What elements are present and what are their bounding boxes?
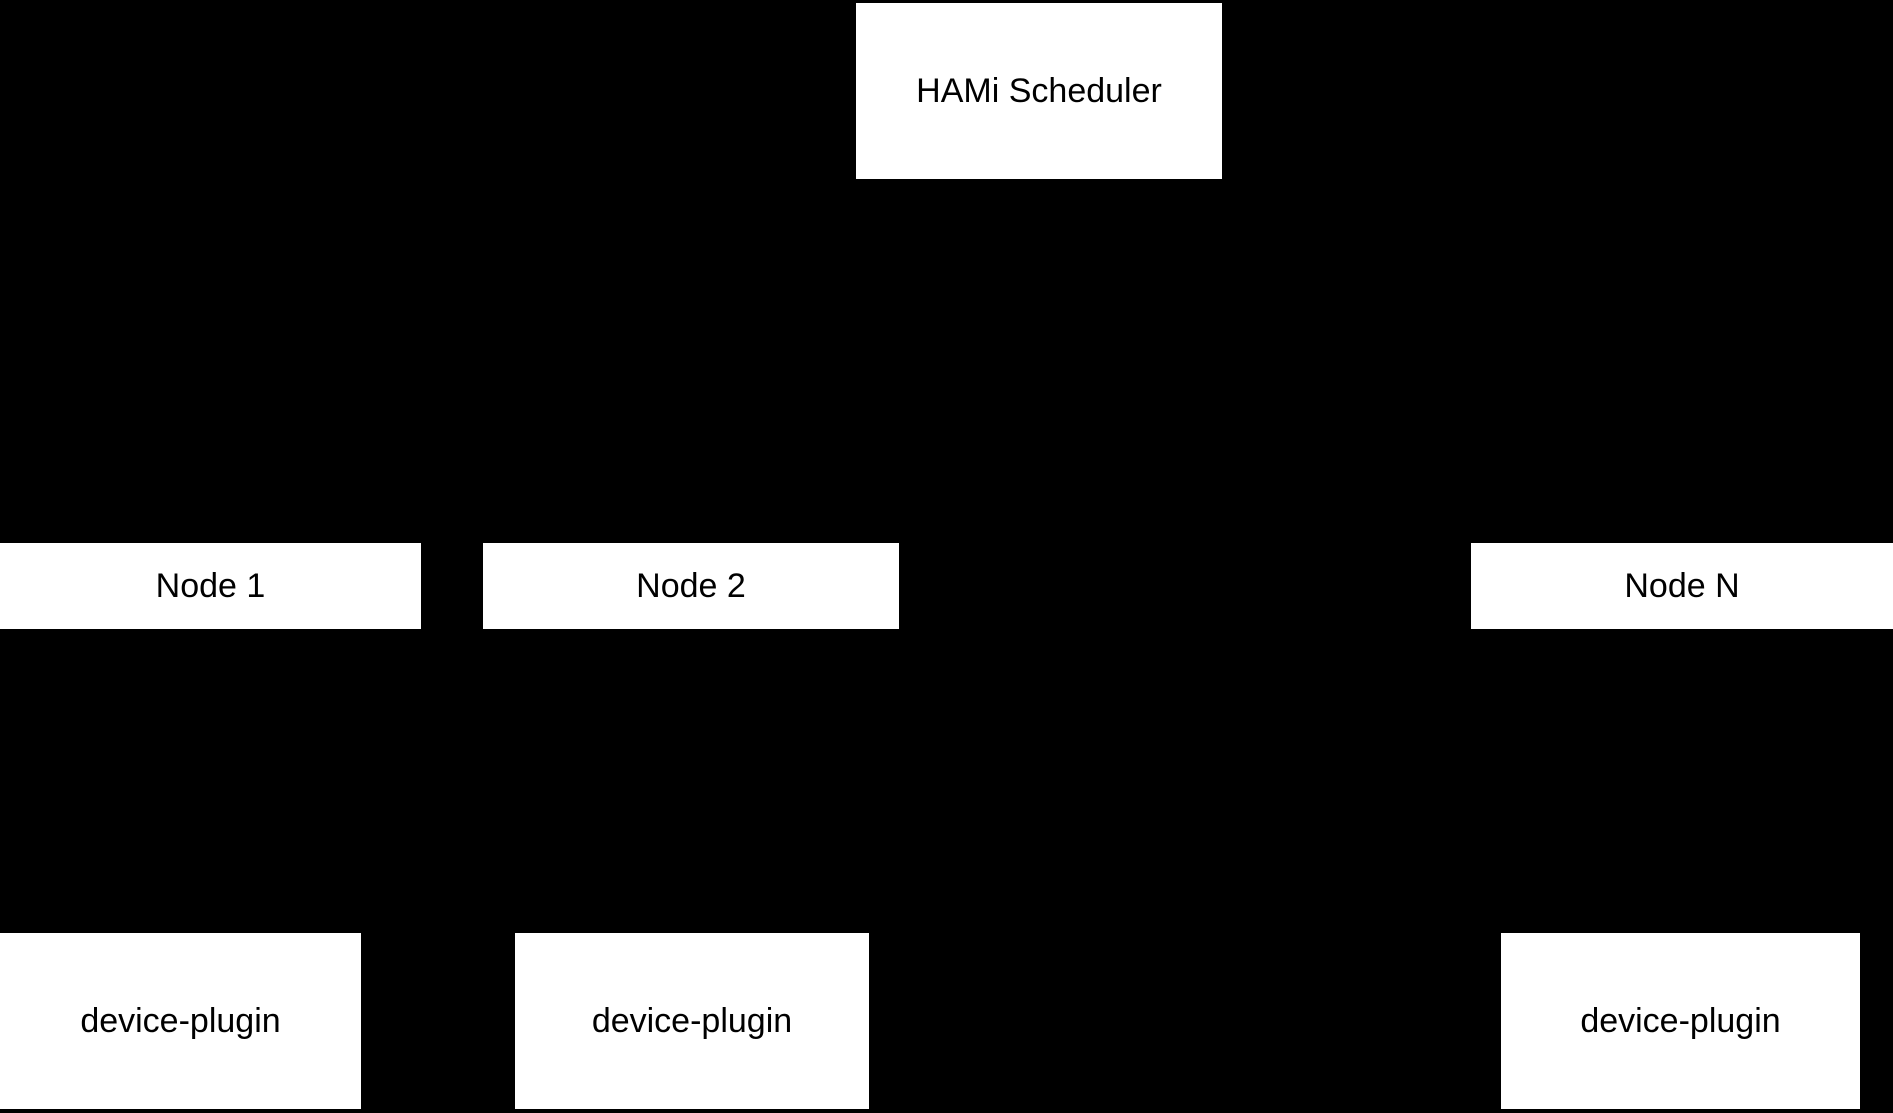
- node-1-label: Node 1: [155, 566, 266, 605]
- device-plugin-label-2: device-plugin: [591, 1001, 793, 1040]
- device-plugin-box-n: device-plugin: [1501, 933, 1860, 1109]
- node-2-box: Node 2: [483, 543, 899, 629]
- device-plugin-label-1: device-plugin: [80, 1001, 281, 1040]
- device-plugin-label-n: device-plugin: [1580, 1001, 1781, 1040]
- device-plugin-box-1: device-plugin: [0, 933, 361, 1109]
- node-1-box: Node 1: [0, 543, 421, 629]
- node-2-label: Node 2: [636, 566, 746, 605]
- device-plugin-box-2: device-plugin: [515, 933, 869, 1109]
- node-n-label: Node N: [1624, 566, 1740, 605]
- node-n-box: Node N: [1471, 543, 1893, 629]
- hami-scheduler-label: HAMi Scheduler: [916, 71, 1162, 110]
- hami-scheduler-box: HAMi Scheduler: [856, 3, 1222, 179]
